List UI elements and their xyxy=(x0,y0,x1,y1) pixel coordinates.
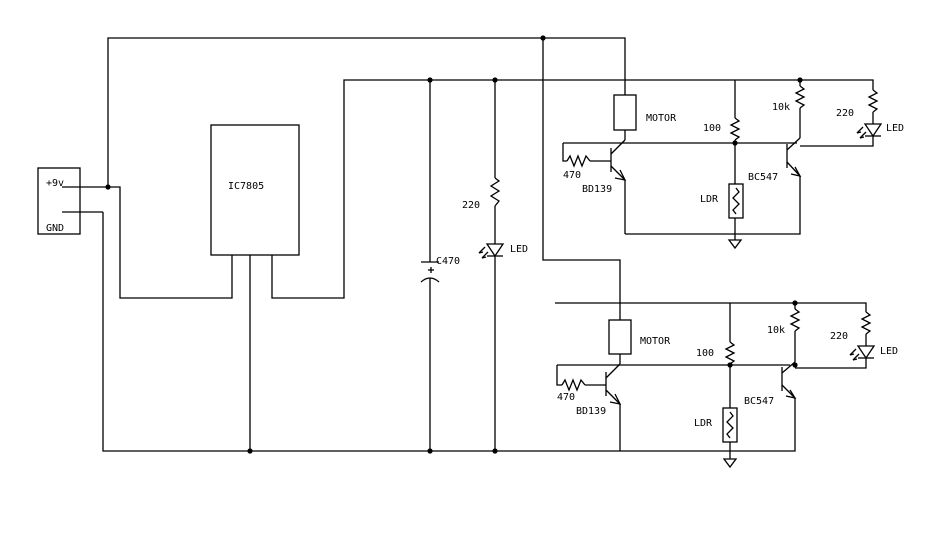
led-indicator-label: LED xyxy=(510,244,528,255)
bottom-bc547-transistor: BC547 xyxy=(620,361,797,452)
top-bc547-transistor: BC547 xyxy=(625,137,802,235)
top-motor-stage: MOTOR BD139 470 100 xyxy=(495,79,904,250)
top-resistor-10k: 10k xyxy=(772,80,806,138)
bottom-bd139-label: BD139 xyxy=(576,406,606,417)
main-wiring xyxy=(102,37,626,452)
top-r220-label: 220 xyxy=(836,108,854,119)
top-motor-label: MOTOR xyxy=(646,113,677,124)
top-led-label: LED xyxy=(886,123,904,134)
bottom-ldr: LDR xyxy=(694,407,738,469)
top-r10k-label: 10k xyxy=(772,102,790,113)
r-indicator-label: 220 xyxy=(462,200,480,211)
power-connector: +9v GND xyxy=(37,167,108,235)
bottom-led: LED xyxy=(795,345,898,369)
top-r100-label: 100 xyxy=(703,123,721,134)
bottom-resistor-10k: 10k xyxy=(767,303,801,362)
top-motor: MOTOR xyxy=(613,94,677,140)
bottom-r470-label: 470 xyxy=(557,392,575,403)
bottom-motor: MOTOR xyxy=(608,319,671,364)
bottom-resistor-220: 220 xyxy=(830,311,872,346)
bottom-bd139-transistor: BD139 xyxy=(576,363,622,451)
top-bc547-label: BC547 xyxy=(748,172,778,183)
led-indicator: LED xyxy=(478,243,528,259)
top-resistor-470: 470 xyxy=(562,143,611,181)
bottom-ldr-label: LDR xyxy=(694,418,713,429)
bottom-r100-label: 100 xyxy=(696,348,714,359)
bottom-led-label: LED xyxy=(880,346,898,357)
bottom-r220-label: 220 xyxy=(830,331,848,342)
top-ldr: LDR xyxy=(700,183,744,250)
regulator-label: IC7805 xyxy=(228,181,264,192)
capacitor-c470: C470 xyxy=(420,256,460,283)
top-resistor-220: 220 xyxy=(836,89,879,124)
connector-plus-label: +9v xyxy=(46,178,64,189)
capacitor-label: C470 xyxy=(436,256,460,267)
bottom-motor-stage: MOTOR BD139 470 100 xyxy=(555,302,898,469)
ic7805-regulator: IC7805 xyxy=(210,124,300,256)
connector-gnd-label: GND xyxy=(46,223,64,234)
top-r470-label: 470 xyxy=(563,170,581,181)
bottom-motor-label: MOTOR xyxy=(640,336,671,347)
bottom-bc547-label: BC547 xyxy=(744,396,774,407)
top-ldr-label: LDR xyxy=(700,194,719,205)
bottom-resistor-470: 470 xyxy=(556,365,606,403)
resistor-220-indicator: 220 xyxy=(462,177,501,211)
top-bd139-label: BD139 xyxy=(582,184,612,195)
bottom-resistor-100: 100 xyxy=(696,303,736,408)
top-bd139-transistor: BD139 xyxy=(582,139,627,234)
bottom-r10k-label: 10k xyxy=(767,325,785,336)
junction-dots xyxy=(105,35,803,454)
top-resistor-100: 100 xyxy=(703,80,741,184)
top-led: LED xyxy=(800,123,904,147)
